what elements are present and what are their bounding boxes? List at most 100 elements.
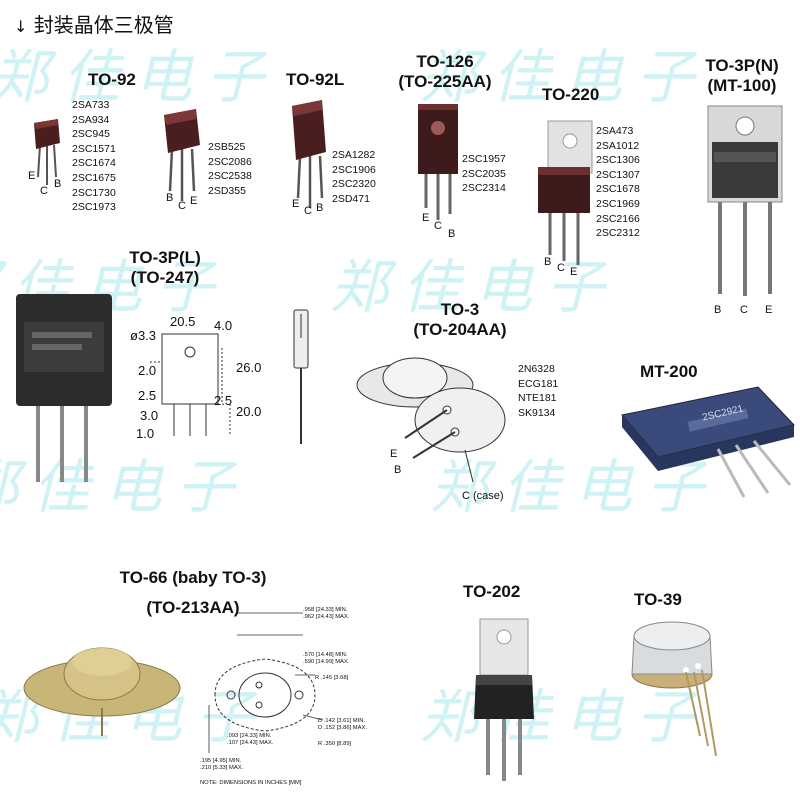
to220-part-list: 2SA473 2SA1012 2SC1306 2SC1307 2SC1678 2… [596, 124, 640, 241]
to66-dim-text: .570 [14.48] MIN. [303, 652, 348, 658]
to66-dim-text: .195 [4.95] MIN. [200, 758, 242, 764]
to3pl-side-view [293, 309, 309, 444]
to3pl-dimension-drawing [150, 333, 231, 436]
to3pl-dim-a: 2.0 [138, 363, 157, 378]
to202-image [474, 618, 534, 781]
list-item: 2SB525 [208, 141, 246, 153]
to126-pin-c: C [434, 220, 442, 232]
to3pn-pin-b: B [714, 304, 722, 316]
to3pl-dim-height: 26.0 [236, 360, 262, 375]
to66-dim-r2: R .350 [8.89] [318, 741, 352, 747]
to92b-part-list: 2SB525 2SC2086 2SC2538 2SD355 [208, 140, 252, 198]
to39-title: TO-39 [634, 590, 682, 609]
list-item: 2SC1957 [462, 153, 506, 165]
to66-dim-4: D .142 [3.61] MIN. D .152 [3.86] MAX. [318, 718, 367, 732]
to66-dim-2: .570 [14.48] MIN. .590 [14.99] MAX. [303, 652, 349, 666]
to66-dim-text: .590 [14.99] MAX. [303, 659, 350, 665]
list-item: 2N6328 [518, 363, 555, 375]
to92l-title: TO-92L [286, 70, 345, 89]
list-item: 2SC2314 [462, 182, 506, 195]
list-item: 2SC2538 [208, 170, 252, 183]
to3-title-line1: TO-3 [440, 300, 480, 319]
watermark-row-4b: 郑佳电子 [420, 683, 709, 751]
to66-dim-text: D .142 [3.61] MIN. [318, 718, 366, 724]
to3pn-pin-c: C [740, 304, 748, 316]
to3-part-list: 2N6328 ECG181 NTE181 SK9134 [518, 362, 558, 420]
to3pl-image [16, 294, 112, 482]
to66-dim-r1: R .145 [3.68] [315, 675, 349, 681]
to126-title: TO-126 (TO-225AA) [386, 52, 504, 92]
to66-dim-text: .958 [24.33] MIN. [303, 607, 348, 613]
page-title: ↓ 封装晶体三极管 [14, 9, 174, 38]
to92l-pin-c: C [304, 205, 312, 217]
to66-note: NOTE: DIMENSIONS IN INCHES [MM] [200, 780, 302, 786]
to3pl-title: TO-3P(L) (TO-247) [110, 248, 220, 288]
to66-dimension-drawing [208, 612, 324, 753]
to66-title: TO-66 (baby TO-3) (TO-213AA) [98, 563, 288, 623]
to92b-pin-b: B [166, 192, 174, 204]
to3-title: TO-3 (TO-204AA) [410, 300, 510, 340]
to3-title-line2: (TO-204AA) [413, 320, 507, 339]
to202-title: TO-202 [463, 582, 521, 601]
list-item: 2SC1678 [596, 183, 640, 196]
mt200-image [621, 386, 795, 498]
list-item: 2SA1012 [596, 139, 640, 152]
watermark-row-1b: 郑佳电子 [420, 43, 709, 111]
list-item: 2SC1906 [332, 163, 376, 176]
to92-pin-c: C [40, 185, 48, 197]
mt200-title: MT-200 [640, 362, 698, 381]
to3pl-title-line1: TO-3P(L) [129, 248, 201, 267]
list-item: 2SC1973 [72, 201, 116, 214]
to126-part-list: 2SC1957 2SC2035 2SC2314 [462, 152, 506, 196]
to3-pin-e: E [390, 448, 398, 460]
to66-dim-text: .107 [24.43] MAX. [227, 740, 274, 746]
to39-image [631, 621, 717, 757]
to3pn-image [707, 105, 783, 296]
to220-pin-c: C [557, 262, 565, 274]
list-item: 2SA733 [72, 99, 110, 111]
to3pn-pin-e: E [765, 304, 773, 316]
to66-title-line2: (TO-213AA) [146, 598, 240, 617]
to220-image [538, 120, 593, 265]
list-item: 2SA934 [72, 113, 110, 126]
to92-pin-e: E [28, 170, 36, 182]
watermark-row-1: 郑佳电子 [0, 43, 279, 111]
list-item: 2SC1306 [596, 154, 640, 167]
list-item: 2SC1730 [72, 186, 116, 199]
list-item: 2SC2166 [596, 212, 640, 225]
to92l-pin-b: B [316, 202, 324, 214]
to126-pin-b: B [448, 228, 456, 240]
to92l-pin-e: E [292, 198, 300, 210]
to3pl-dim-b: 2.5 [138, 388, 157, 403]
to3pn-title: TO-3P(N) (MT-100) [692, 56, 792, 96]
to66-dim-text: D .152 [3.86] MAX. [318, 725, 367, 731]
page-title-text: 封装晶体三极管 [33, 13, 174, 37]
to3pn-title-line2: (MT-100) [707, 76, 777, 95]
to92b-image [164, 109, 200, 201]
list-item: 2SD471 [332, 192, 370, 205]
to220-pin-b: B [544, 256, 552, 268]
list-item: 2SC2035 [462, 167, 506, 180]
to92l-image [292, 100, 326, 208]
down-arrow-icon: ↓ [14, 17, 28, 36]
to3pl-dim-lead: 20.0 [236, 404, 262, 419]
to3pl-dim-width: 20.5 [170, 314, 196, 329]
to126-title-line1: TO-126 [416, 52, 474, 71]
list-item: 2SC1571 [72, 142, 116, 155]
list-item: 2SC2312 [596, 227, 640, 240]
to3pl-title-line2: (TO-247) [130, 268, 200, 287]
to66-image [23, 647, 181, 736]
list-item: ECG181 [518, 377, 559, 390]
to3-case-label: C (case) [462, 490, 504, 502]
to66-title-line1: TO-66 (baby TO-3) [119, 568, 267, 587]
list-item: SK9134 [518, 406, 556, 419]
list-item: 2SA473 [596, 125, 634, 137]
list-item: 2SC945 [72, 128, 110, 141]
to220-title: TO-220 [542, 85, 600, 104]
to126-image [418, 104, 458, 220]
list-item: 2SA1282 [332, 149, 376, 161]
to3pn-title-line1: TO-3P(N) [705, 56, 779, 75]
list-item: NTE181 [518, 392, 557, 405]
to66-dim-text: .210 [5.33] MAX. [200, 765, 244, 771]
to92-image [34, 119, 60, 185]
